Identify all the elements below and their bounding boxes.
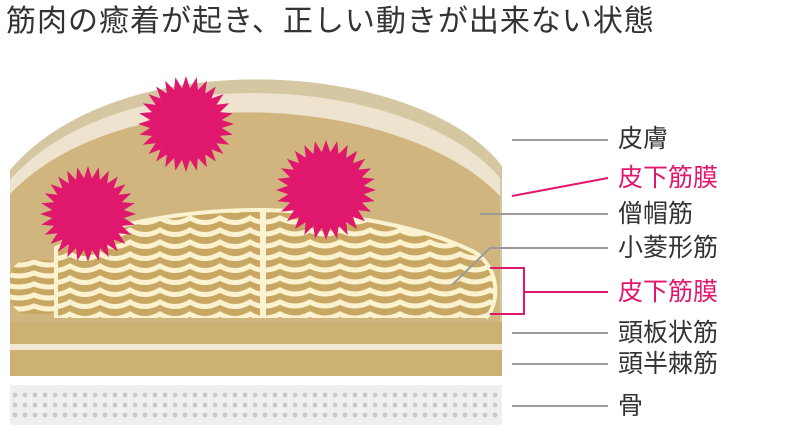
label-trapezius: 僧帽筋 [618, 199, 694, 228]
adhesion-burst [138, 76, 234, 172]
muscle-fiber [10, 260, 64, 268]
muscle-fiber [10, 281, 64, 290]
muscle-fiber [10, 303, 64, 312]
muscle-fiber [56, 311, 262, 318]
leader-lines [451, 139, 609, 407]
muscle-fiber [10, 292, 64, 301]
label-bone: 骨 [618, 391, 644, 420]
leader-fascia-upper [511, 177, 609, 197]
muscle-fiber [264, 299, 496, 309]
adhesion-burst [40, 166, 136, 262]
label-semispinalis-capitis: 頭半棘筋 [618, 349, 719, 378]
label-subcutaneous-fascia-upper: 皮下筋膜 [618, 163, 719, 192]
leader-rhomboid [451, 247, 608, 286]
muscle-fiber [264, 287, 496, 297]
muscle-fiber [56, 287, 262, 297]
label-skin: 皮膚 [618, 124, 669, 153]
bone-dots [12, 387, 500, 423]
muscle-fiber [56, 275, 262, 285]
label-splenius-capitis: 頭板状筋 [618, 318, 719, 347]
adhesion-burst [276, 140, 376, 240]
muscle-fiber [264, 251, 496, 261]
muscle-fiber [56, 263, 262, 273]
layer-gap-1 [10, 344, 502, 350]
muscle-fiber [264, 275, 496, 285]
page-title: 筋肉の癒着が起き、正しい動きが出来ない状態 [6, 4, 655, 39]
label-subcutaneous-fascia-lower: 皮下筋膜 [618, 277, 719, 306]
muscle-fiber [10, 270, 64, 279]
muscle-fiber [264, 263, 496, 273]
label-rhomboid-minor: 小菱形筋 [618, 233, 719, 262]
semispinalis-layer [10, 350, 502, 376]
muscle-fiber [56, 299, 262, 309]
splenius-layer [10, 322, 502, 344]
